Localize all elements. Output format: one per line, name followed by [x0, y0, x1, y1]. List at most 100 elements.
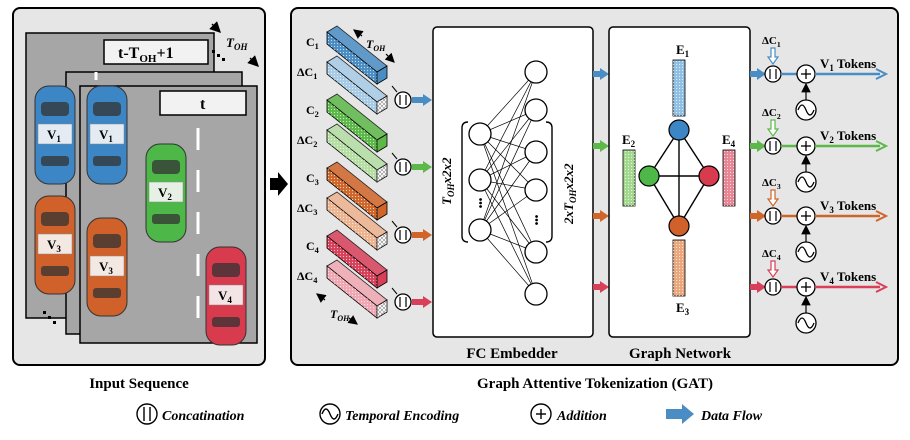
delta-input-arrow-2 — [766, 119, 780, 138]
out-dc-label-2: ΔC2 — [762, 107, 781, 121]
flow-arrow-in-4 — [412, 296, 432, 308]
legend-dataflow: Data Flow — [666, 404, 763, 424]
fc-embedder-title: FC Embedder — [466, 346, 558, 362]
out-dc-label-1: ΔC1 — [762, 35, 781, 49]
legend-addition: Addition — [530, 403, 607, 425]
dc-label-1: ΔC1 — [297, 65, 317, 81]
fc-output-node-3 — [524, 140, 548, 164]
graph-node-1 — [668, 119, 690, 141]
car-3: V3 — [86, 217, 128, 317]
token-label-3: V3 Tokens — [820, 198, 876, 215]
output-row-2: ΔC2 V2 Tokens — [750, 107, 889, 193]
input-bracket — [461, 121, 469, 243]
output-row-3: ΔC3 V3 Tokens — [750, 177, 889, 263]
graph-network-title: Graph Network — [629, 346, 732, 362]
ellipsis-dots-top — [212, 50, 225, 61]
car-label-1: V1 — [99, 127, 113, 144]
legend-label-dataflow: Data Flow — [700, 409, 763, 424]
fc-output-dim: 2xTOHx2x2 — [561, 163, 578, 225]
car-label-3: V3 — [47, 237, 61, 254]
out-concat-3 — [764, 207, 782, 225]
out-concat-2 — [764, 137, 782, 155]
fc-output-node-6 — [524, 282, 548, 306]
fc-network: ••• ••• — [468, 60, 548, 306]
legend-temporal: Temporal Encoding — [319, 403, 459, 425]
legend-label-concatination: Concatination — [162, 409, 245, 424]
c-label-1: C1 — [306, 35, 319, 51]
fc-to-graph-arrows — [593, 68, 609, 293]
legend-concatination: Concatination — [136, 403, 245, 425]
fc-input-node-3 — [468, 218, 492, 242]
out-concat-1 — [764, 65, 782, 83]
edge-label-2: E2 — [622, 132, 636, 149]
main-flow-arrow — [270, 172, 288, 196]
prism-time-label-bottom: TOH — [330, 307, 350, 323]
car-1: V1 — [86, 85, 128, 185]
c-label-3: C3 — [306, 171, 319, 187]
fc-output-ellipsis: ••• — [530, 215, 541, 226]
graph-node-4 — [698, 165, 720, 187]
fc-embedder: ••• ••• TOHx2x2 2xTOHx2x2 FC Embedder — [432, 26, 594, 362]
car-label-1: V1 — [47, 127, 61, 144]
concat-icon — [136, 403, 158, 425]
flow-arrow-mid-2 — [593, 140, 609, 152]
car-2: V2 — [145, 143, 187, 243]
edge-label-1: E1 — [676, 42, 690, 59]
data-flow-arrow-icon — [666, 404, 694, 424]
fc-input-node-1 — [468, 122, 492, 146]
out-concat-4 — [764, 278, 782, 296]
fc-output-node-5 — [524, 240, 548, 264]
fc-input-ellipsis: ••• — [474, 198, 485, 209]
delta-input-arrow-4 — [766, 260, 780, 279]
car-3: V3 — [34, 195, 76, 295]
edge-label-3: E3 — [676, 300, 690, 317]
frame-front-label: t — [200, 96, 206, 113]
input-sequence-caption: Input Sequence — [89, 376, 189, 392]
legend-label-temporal: Temporal Encoding — [345, 409, 459, 424]
concat-node-1 — [391, 85, 432, 109]
fc-input-node-2 — [468, 168, 492, 192]
graph-node-3 — [668, 215, 690, 237]
gat-caption: Graph Attentive Tokenization (GAT) — [477, 376, 713, 392]
flow-arrow-mid-4 — [593, 281, 609, 293]
graph-network: E1 E2 E3 E4 Graph Network — [608, 26, 751, 362]
legend: Concatination Temporal Encoding Addition… — [136, 403, 763, 425]
output-bracket — [545, 121, 553, 243]
ellipsis-dots-bottom — [43, 311, 56, 324]
car-1: V1 — [34, 85, 76, 185]
out-dc-label-3: ΔC3 — [762, 177, 781, 191]
input-sequence-panel: t-TOH+1 t TOH — [12, 7, 266, 392]
legend-label-addition: Addition — [556, 409, 607, 424]
concat-node-3 — [391, 220, 432, 244]
delta-input-arrow-1 — [766, 47, 780, 66]
delta-input-arrow-3 — [766, 189, 780, 208]
gat-panel: Graph Attentive Tokenization (GAT) C1ΔC1… — [290, 7, 899, 392]
dc-label-4: ΔC4 — [297, 269, 318, 285]
dc-label-3: ΔC3 — [297, 201, 317, 217]
car-4: V4 — [205, 246, 247, 346]
car-label-4: V4 — [218, 288, 232, 305]
concat-node-4 — [391, 287, 432, 311]
flow-arrow-in-3 — [412, 229, 432, 241]
time-label: TOH — [226, 35, 248, 52]
time-arrow-bottom — [247, 55, 259, 67]
graph-node-2 — [638, 165, 660, 187]
token-label-2: V2 Tokens — [820, 128, 876, 145]
c-label-4: C4 — [306, 239, 320, 255]
car-label-3: V3 — [99, 259, 113, 276]
flow-arrow-mid-3 — [593, 210, 609, 222]
fc-input-dim: TOHx2x2 — [439, 157, 456, 205]
time-arrow-top — [209, 21, 221, 33]
dc-label-2: ΔC2 — [297, 133, 317, 149]
fc-output-node-4 — [524, 178, 548, 202]
fc-output-node-2 — [524, 98, 548, 122]
concat-nodes — [391, 85, 432, 311]
